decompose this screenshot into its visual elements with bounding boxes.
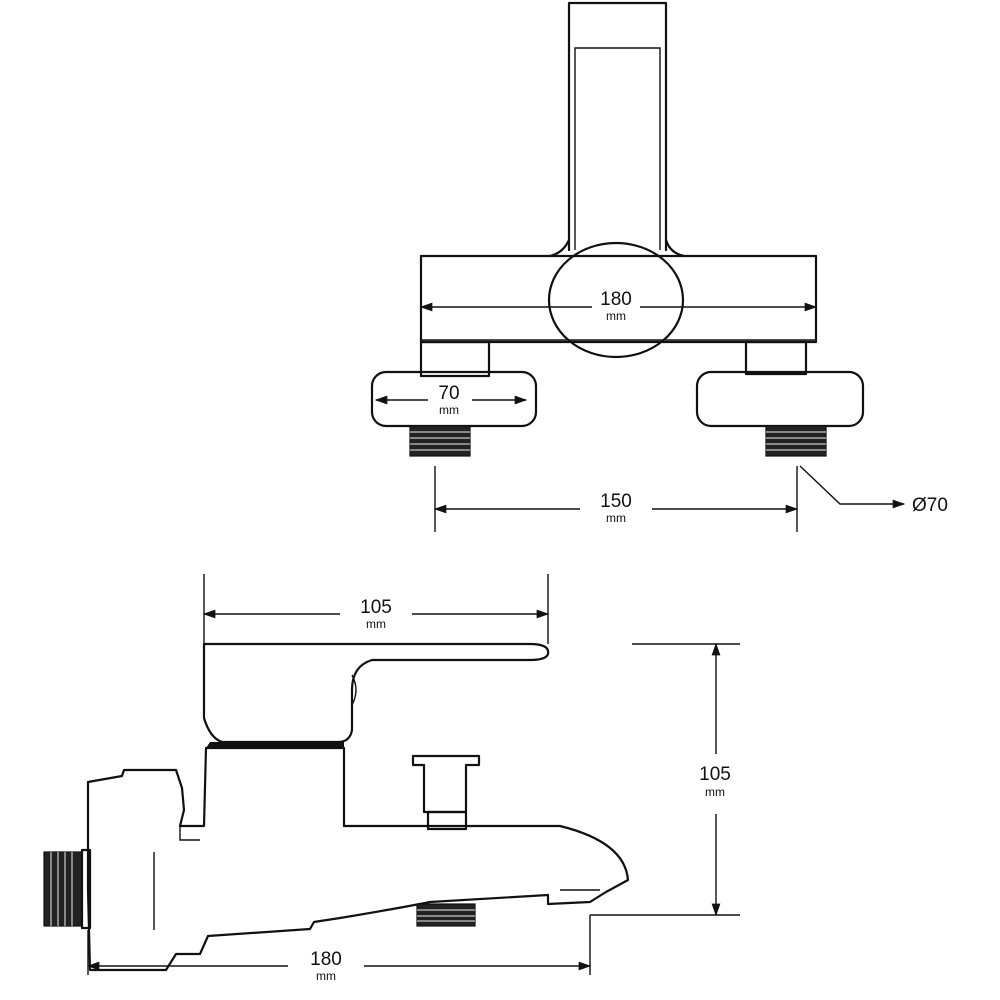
side-body-detail (153, 826, 600, 930)
dim-inlet-spacing-value: 150 (600, 491, 632, 512)
dim-overall-length-unit: mm (316, 969, 336, 983)
side-neck (206, 742, 344, 748)
front-lever-outer (567, 1, 668, 252)
side-bottom-thread (416, 903, 476, 927)
dim-eccentric: 70 mm (374, 378, 528, 418)
side-body (86, 746, 630, 972)
side-diverter-stem (426, 810, 468, 831)
dim-lever-length-unit: mm (366, 617, 386, 631)
side-lever-pin (351, 674, 357, 706)
dim-body-width-unit: mm (606, 309, 626, 323)
dim-body-width: 180 mm (419, 284, 818, 324)
dim-height: 105 mm (589, 642, 742, 975)
dim-height-value: 105 (699, 764, 731, 785)
front-right-eccentric (744, 340, 808, 376)
front-lever-inner (574, 47, 661, 250)
side-left-thread (43, 848, 92, 930)
dim-eccentric-value: 70 (438, 383, 459, 404)
side-lever (202, 642, 550, 744)
dim-body-width-value: 180 (600, 289, 632, 310)
dim-inlet-spacing-unit: mm (606, 511, 626, 525)
front-right-thread (765, 425, 827, 457)
front-body (419, 254, 818, 344)
front-cartridge (547, 241, 685, 359)
dim-eccentric-unit: mm (439, 403, 459, 417)
dim-lever-length-value: 105 (360, 597, 392, 618)
dim-flange-diameter-value: Ø70 (912, 495, 948, 516)
front-view: 180 mm 70 mm 150 mm Ø70 (370, 1, 948, 532)
dim-inlet-spacing: 150 mm (433, 466, 799, 532)
front-left-eccentric (419, 340, 491, 378)
dim-lever-length: 105 mm (202, 574, 550, 644)
dim-height-unit: mm (705, 785, 725, 799)
front-right-flange (695, 370, 865, 428)
dim-flange-diameter: Ø70 (799, 465, 948, 516)
front-left-thread (409, 425, 471, 457)
dim-overall-length: 180 mm (86, 930, 592, 986)
side-view: 105 mm 105 mm 180 mm (43, 574, 742, 986)
dim-overall-length-value: 180 (310, 949, 342, 970)
side-diverter-knob (411, 754, 481, 814)
